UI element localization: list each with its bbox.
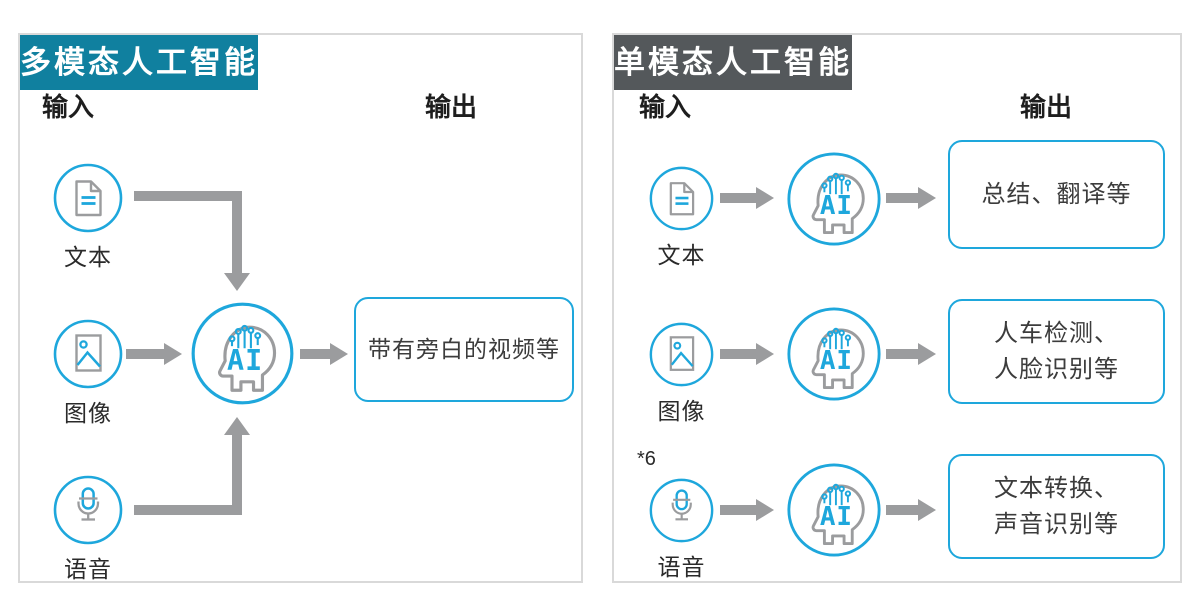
image-output-line1: 人车检测、 bbox=[994, 319, 1119, 347]
output-column-label: 输出 bbox=[425, 92, 478, 122]
flow-arrows bbox=[720, 187, 936, 521]
document-icon bbox=[649, 166, 714, 231]
ai-text: AI bbox=[820, 346, 853, 376]
text-input-label: 文本 bbox=[657, 242, 706, 268]
multimodal-output-text: 带有旁白的视频等 bbox=[368, 335, 560, 362]
ai-brain-icon: AI bbox=[787, 307, 881, 401]
singlemodal-panel-title: 单模态人工智能 bbox=[614, 35, 852, 90]
image-output-line2: 人脸识别等 bbox=[994, 355, 1119, 383]
input-column-label: 输入 bbox=[42, 92, 95, 122]
input-column-label: 输入 bbox=[639, 92, 692, 122]
microphone-icon bbox=[53, 475, 123, 545]
text-output-box: 总结、翻译等 bbox=[948, 140, 1165, 249]
text-output-line: 总结、翻译等 bbox=[981, 180, 1132, 208]
text-input-node: 文本 bbox=[53, 163, 123, 272]
image-output-box: 人车检测、 人脸识别等 bbox=[948, 299, 1165, 404]
ai-brain-icon: AI bbox=[787, 152, 881, 246]
multimodal-output-box: 带有旁白的视频等 bbox=[354, 297, 574, 402]
voice-input-label: 语音 bbox=[64, 556, 112, 582]
image-icon bbox=[53, 319, 123, 389]
voice-input-node: 语音 bbox=[649, 478, 714, 582]
multimodal-panel-title: 多模态人工智能 bbox=[20, 35, 258, 90]
voice-output-box: 文本转换、 声音识别等 bbox=[948, 454, 1165, 559]
ai-text: AI bbox=[820, 502, 853, 532]
image-input-node: 图像 bbox=[649, 322, 714, 426]
ai-node: AI bbox=[190, 301, 295, 406]
output-column-label: 输出 bbox=[1020, 92, 1073, 122]
text-input-label: 文本 bbox=[64, 244, 112, 270]
footnote-marker: *6 bbox=[637, 448, 656, 470]
image-input-node: 图像 bbox=[53, 319, 123, 428]
ai-brain-icon: AI bbox=[787, 463, 881, 557]
singlemodal-panel: 单模态人工智能 输入 输出 *6 bbox=[612, 33, 1182, 583]
text-input-node: 文本 bbox=[649, 166, 714, 270]
ai-text: AI bbox=[820, 191, 853, 221]
ai-node: AI bbox=[786, 462, 882, 558]
ai-node: AI bbox=[786, 306, 882, 402]
voice-output-line1: 文本转换、 bbox=[994, 474, 1119, 502]
microphone-icon bbox=[649, 478, 714, 543]
voice-output-line2: 声音识别等 bbox=[994, 510, 1119, 538]
image-input-label: 图像 bbox=[64, 400, 112, 426]
image-input-label: 图像 bbox=[657, 398, 706, 424]
multimodal-panel: 多模态人工智能 输入 输出 bbox=[18, 33, 583, 583]
ai-text: AI bbox=[227, 344, 263, 377]
voice-input-label: 语音 bbox=[657, 554, 706, 580]
voice-input-node: 语音 bbox=[53, 475, 123, 584]
image-icon bbox=[649, 322, 714, 387]
ai-brain-icon: AI bbox=[191, 302, 294, 405]
document-icon bbox=[53, 163, 123, 233]
ai-node: AI bbox=[786, 151, 882, 247]
flow-arrows bbox=[126, 191, 348, 515]
